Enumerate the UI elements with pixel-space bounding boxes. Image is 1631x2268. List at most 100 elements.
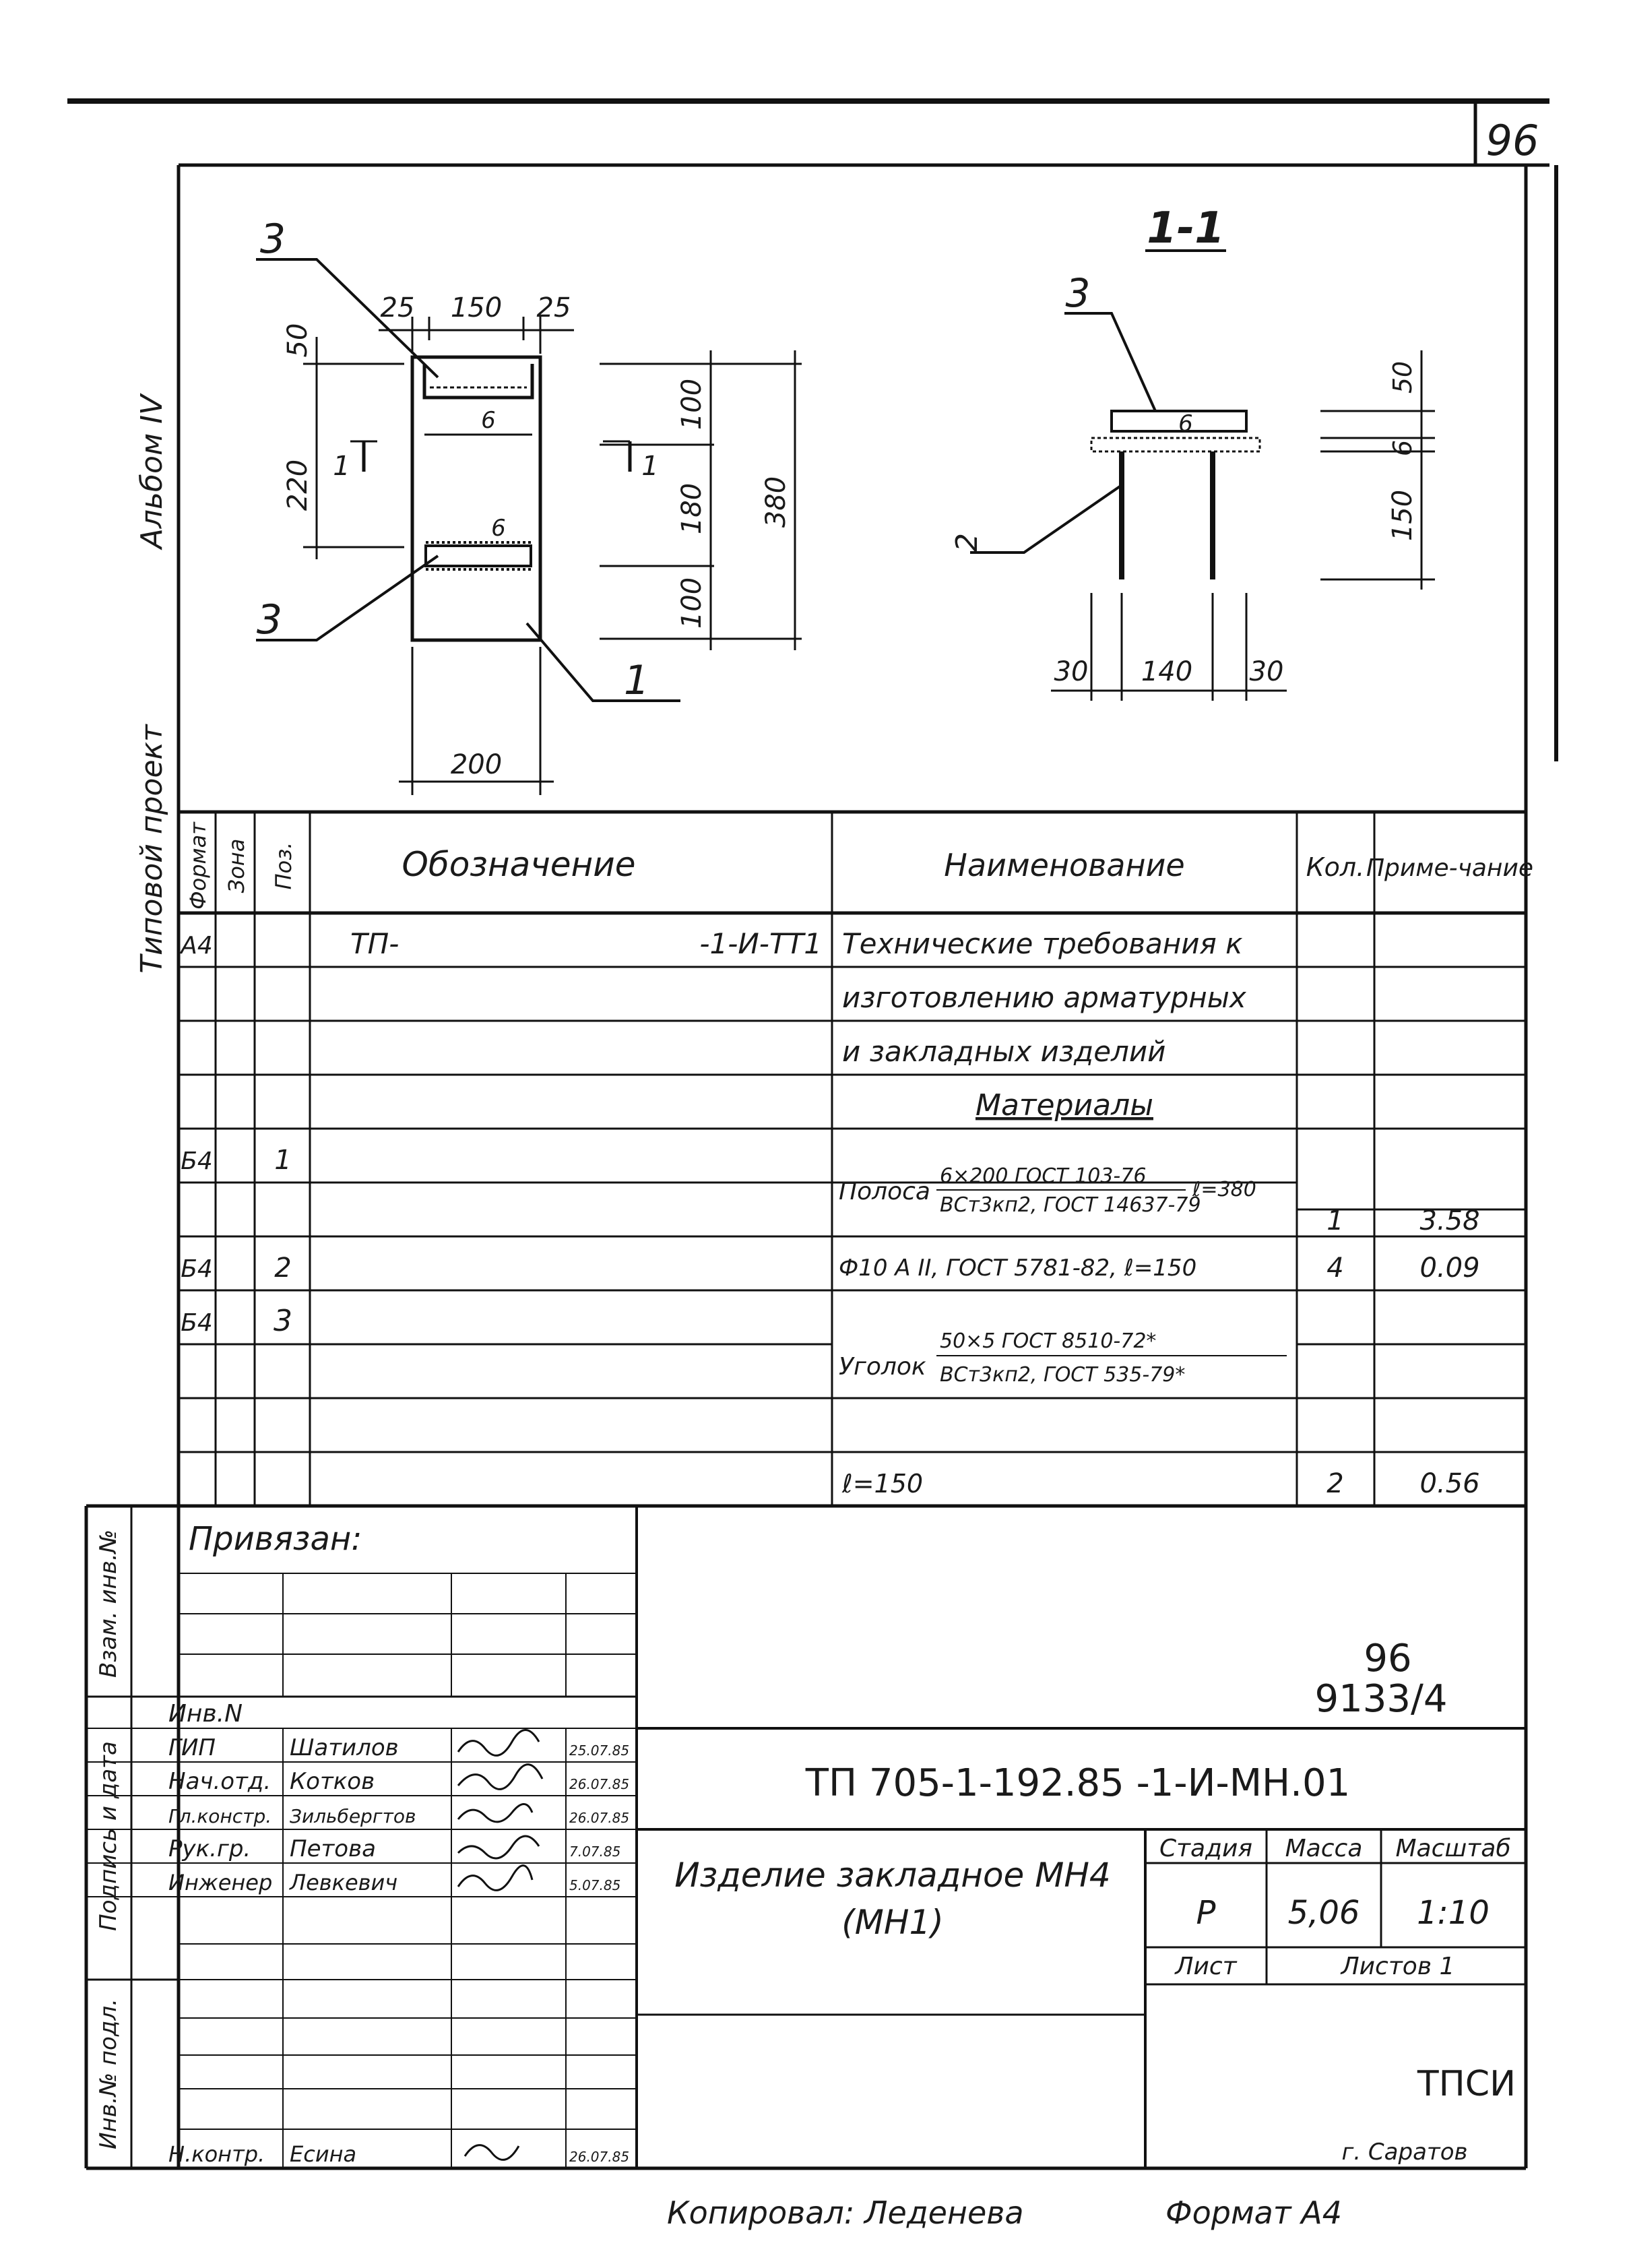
- mass-value: 5,06: [1288, 1894, 1360, 1932]
- dim-30b: 30: [1250, 656, 1284, 687]
- row7-pos: 3: [274, 1304, 292, 1338]
- section-angle: [1110, 410, 1248, 433]
- plan-view: 25 150 25 50 220 1 1 6 6 100 180 100 380…: [256, 216, 802, 795]
- weld-6a: 6: [481, 407, 496, 434]
- row6-format: Б4: [181, 1255, 213, 1283]
- staff0-name: Шатилов: [290, 1734, 399, 1761]
- staff3-date: 7.07.85: [569, 1844, 620, 1860]
- callout-pos2: 2: [950, 533, 984, 552]
- row3-name-materials: Материалы: [976, 1088, 1153, 1123]
- organization-name: ТПСИ: [1417, 2064, 1516, 2104]
- embedded-plate-outline: [410, 355, 542, 642]
- dim-25b: 25: [537, 292, 571, 323]
- dim-100-top: 100: [676, 379, 707, 430]
- sheet-label: Лист: [1174, 1953, 1237, 1980]
- staff1-date: 26.07.85: [569, 1776, 629, 1792]
- row5-qty: 1: [1326, 1205, 1343, 1236]
- privyazan-label: Привязан:: [189, 1520, 362, 1558]
- copied-by: Копировал: Леденева: [667, 2195, 1024, 2231]
- row0-designation-right: -1-И-ТТ1: [699, 927, 822, 960]
- section-view: 1-1 6 3 2 30 140 30 50 6 150: [950, 203, 1435, 701]
- ugolok-top: 50×5 ГОСТ 8510-72*: [940, 1329, 1156, 1353]
- col-zone-header: Зона: [224, 839, 249, 893]
- album-side-label: Альбом IV: [135, 393, 169, 550]
- row2-name: и закладных изделий: [842, 1035, 1165, 1068]
- weld-6b: 6: [491, 515, 506, 542]
- col-note-header: Приме-чание: [1366, 854, 1533, 882]
- staff1-name: Котков: [290, 1768, 375, 1795]
- cut-mark-left: 1: [333, 451, 350, 482]
- staff3-role: Рук.гр.: [168, 1835, 251, 1862]
- row1-name: изготовлению арматурных: [842, 981, 1247, 1014]
- staff4-role: Инженер: [168, 1870, 272, 1895]
- staff2-name: Зильбергтов: [290, 1805, 416, 1827]
- row9-name: ℓ=150: [841, 1469, 923, 1499]
- row4-format: Б4: [181, 1147, 213, 1175]
- row0-name: Технические требования к: [842, 927, 1243, 960]
- callout-pos3-bottom: 3: [257, 596, 282, 643]
- dim-50: 50: [282, 323, 313, 358]
- col-name-header: Наименование: [944, 847, 1184, 883]
- row6-pos: 2: [274, 1253, 291, 1284]
- polosa-word: Полоса: [839, 1178, 930, 1205]
- spec-table: [179, 810, 1526, 1508]
- dim-380: 380: [761, 476, 792, 528]
- corner-sheet-number: 96: [1486, 116, 1539, 165]
- stage-value: Р: [1196, 1894, 1216, 1932]
- stage-label: Стадия: [1159, 1835, 1252, 1862]
- row9-note: 0.56: [1419, 1468, 1479, 1499]
- staff4-date: 5.07.85: [569, 1877, 620, 1893]
- staff0-role: ГИП: [168, 1734, 216, 1761]
- col-designation-header: Обозначение: [402, 845, 636, 884]
- section-weld-6: 6: [1178, 410, 1193, 437]
- row6-note: 0.09: [1419, 1253, 1479, 1284]
- mass-label: Масса: [1285, 1835, 1363, 1862]
- row6-name: Ф10 А II, ГОСТ 5781-82, ℓ=150: [839, 1255, 1196, 1282]
- row6-qty: 4: [1326, 1253, 1343, 1284]
- callout-pos3-top: 3: [260, 216, 286, 263]
- ugolok-word: Уголок: [839, 1353, 926, 1381]
- ugolok-bottom: ВСт3кп2, ГОСТ 535-79*: [940, 1363, 1185, 1387]
- row7-format: Б4: [181, 1309, 213, 1337]
- polosa-top: 6×200 ГОСТ 103-76: [940, 1164, 1146, 1188]
- scale-label: Масштаб: [1395, 1835, 1510, 1862]
- row0-format: А4: [179, 932, 213, 959]
- row9-qty: 2: [1326, 1468, 1343, 1499]
- dim-s50: 50: [1388, 361, 1417, 393]
- staff3-name: Петова: [290, 1835, 376, 1862]
- section-title: 1-1: [1147, 203, 1225, 253]
- col-pos-header: Поз.: [271, 842, 296, 890]
- scale-value: 1:10: [1417, 1894, 1490, 1932]
- dim-s150: 150: [1387, 490, 1418, 541]
- polosa-length: ℓ=380: [1192, 1178, 1256, 1201]
- staff1-role: Нач.отд.: [168, 1768, 271, 1795]
- callout-pos1: 1: [624, 657, 649, 704]
- staff0-date: 25.07.85: [569, 1742, 629, 1759]
- row0-designation-left: ТП-: [350, 927, 399, 960]
- dim-25a: 25: [381, 292, 415, 323]
- project-side-label: Типовой проект: [135, 724, 169, 974]
- sheets-count: Листов 1: [1340, 1953, 1455, 1980]
- staff2-role: Гл.констр.: [168, 1805, 271, 1827]
- dim-180: 180: [676, 483, 707, 534]
- bottom-angle-outline: [424, 544, 532, 567]
- sheet-format: Формат А4: [1165, 2195, 1342, 2231]
- album-ref-bottom: 9133/4: [1314, 1677, 1447, 1721]
- row5-note: 3.58: [1419, 1205, 1479, 1236]
- document-code: ТП 705-1-192.85 -1-И-МН.01: [805, 1761, 1350, 1805]
- col-format-header: Формат: [185, 821, 211, 910]
- side-label-vzam: Взам. инв.№: [95, 1530, 122, 1678]
- side-label-inv: Инв.№ подл.: [95, 1998, 122, 2149]
- polosa-bottom: ВСт3кп2, ГОСТ 14637-79: [940, 1193, 1201, 1217]
- dim-140: 140: [1141, 656, 1192, 687]
- staff2-date: 26.07.85: [569, 1810, 629, 1826]
- nkontr-name: Есина: [290, 2141, 356, 2167]
- row4-pos: 1: [274, 1145, 291, 1176]
- item-title-line1: Изделие закладное МН4: [674, 1856, 1111, 1895]
- dim-100-bottom: 100: [676, 577, 707, 629]
- title-block: [84, 1504, 1526, 2168]
- side-label-podpis: Подпись и дата: [95, 1741, 122, 1931]
- dim-s6: 6: [1388, 440, 1417, 456]
- col-qty-header: Кол.: [1306, 852, 1365, 882]
